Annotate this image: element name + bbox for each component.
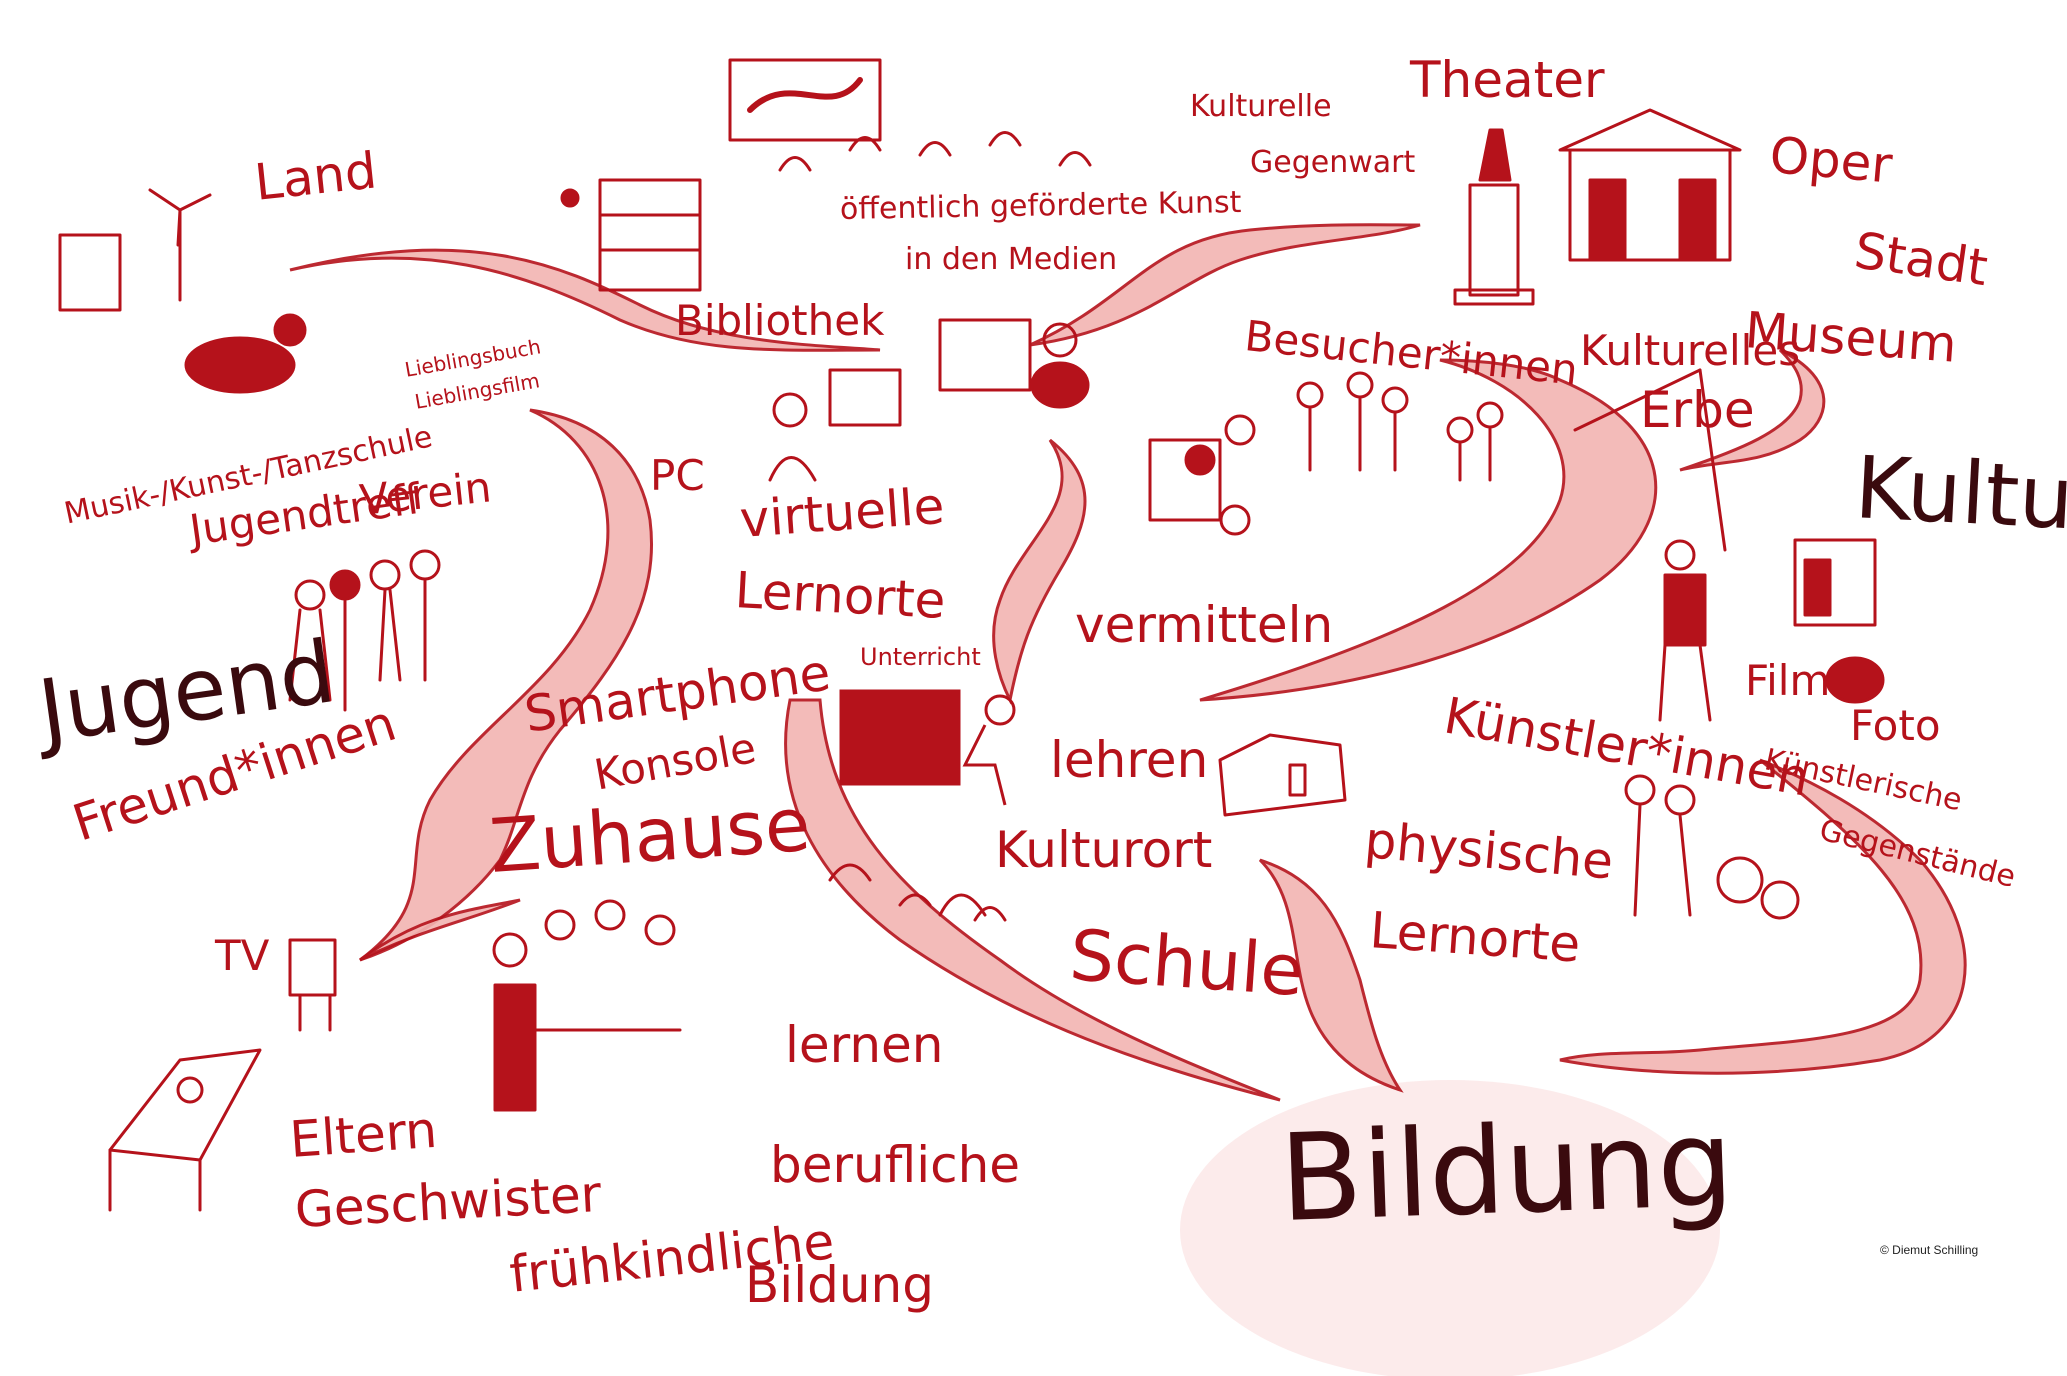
path-smartphone-bildung [784,698,1281,1102]
musicians-icon [1624,774,1800,920]
label-oper: Oper [1767,126,1895,195]
path-kultur-erbe [1679,348,1826,472]
label-bildung: Bildung [1277,1094,1736,1249]
hills-icon [828,863,1007,922]
label-zuhause: Zuhause [487,781,814,890]
label-vermitteln: vermitteln [1075,596,1334,654]
label-schule: Schule [1067,914,1307,1013]
label-foto: Foto [1850,701,1941,750]
bed-person-icon [108,1048,262,1212]
path-erbe-vermitteln [1199,358,1658,702]
label-eltern: Eltern [287,1100,439,1169]
tv-icon [288,938,337,1032]
painter-easel-icon [1573,368,1727,722]
label-kulturelles: Kulturelles [1580,326,1801,375]
visitors-group-icon [1296,371,1504,482]
cow-icon [184,313,307,394]
bookshelf-icon [560,178,702,292]
copyright-credit: © Diemut Schilling [1880,1243,1979,1257]
person-screen-icon [768,368,902,482]
label-lernen: lernen [785,1016,944,1074]
label-geschwister: Geschwister [293,1164,603,1239]
label-lernorte-virtuell: Lernorte [733,561,947,630]
label-film: Film [1745,656,1831,705]
house-icon [1218,733,1347,817]
family-table-icon [492,899,682,1112]
mediation-group-icon [1148,414,1256,536]
label-virtuelle: virtuelle [737,476,947,549]
statue-icon [1453,128,1535,306]
opera-building-icon [1558,108,1742,262]
label-unterricht: Unterricht [860,643,981,671]
label-geforderte-kunst: öffentlich geförderte Kunst [839,184,1242,227]
wind-turbine-icon [58,188,212,312]
label-pc: PC [650,451,705,500]
label-kulturelle: Kulturelle [1190,89,1332,124]
film-frame-icon [1793,538,1885,704]
bildung-blob [1180,1080,1720,1376]
path-kuenstler-bildung [1559,758,1967,1075]
label-tv: TV [215,931,270,980]
path-virtuelle-vermitteln [992,438,1087,705]
path-zuhause-tv [359,898,521,962]
label-in-den-medien: in den Medien [905,242,1118,277]
person-tablet-icon [938,318,1090,409]
path-land-bibliothek [289,248,881,352]
label-theater: Theater [1410,51,1605,109]
label-berufliche: berufliche [770,1136,1021,1194]
label-lehren: lehren [1050,731,1209,789]
label-land: Land [251,141,380,212]
label-bildung-small: Bildung [745,1256,934,1314]
label-kulturort: Kulturort [995,821,1213,879]
classroom-board-icon [839,689,1016,806]
label-lernorte-physisch: Lernorte [1367,901,1583,974]
teens-group-icon [288,549,441,712]
path-medien-gegenwart [1029,223,1421,347]
label-gegenwart: Gegenwart [1250,145,1416,180]
audience-heads-icon [778,131,1092,172]
label-erbe: Erbe [1640,381,1755,439]
painting-icon [728,58,882,142]
label-kultur: Kultur [1852,438,2067,552]
label-bibliothek: Bibliothek [675,296,885,345]
path-kulturort-bildung [1258,858,1404,1093]
